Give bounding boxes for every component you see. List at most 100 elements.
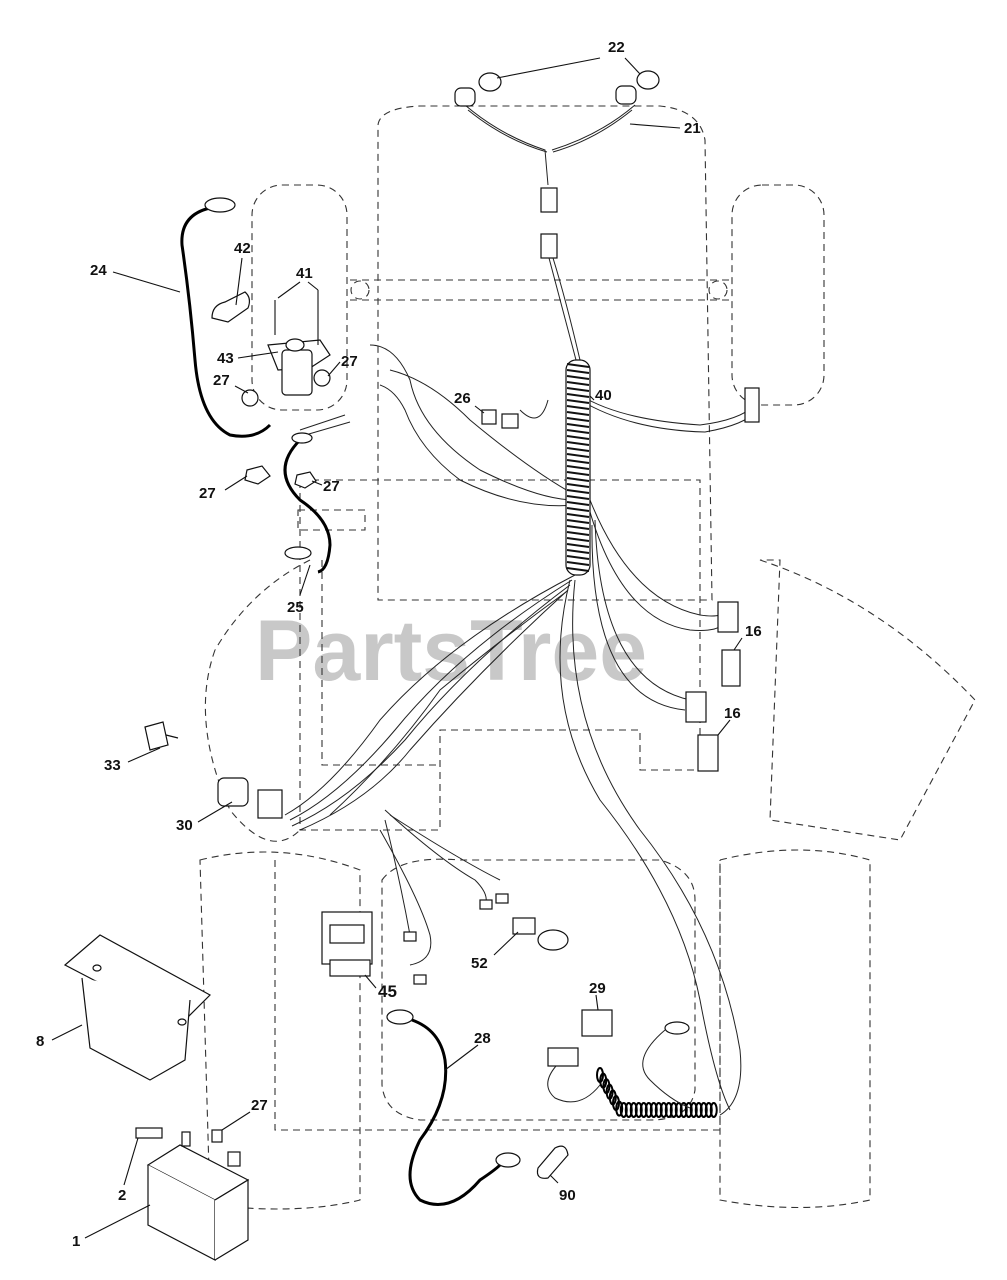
coil-turn (709, 1102, 718, 1118)
callout-26: 26 (454, 390, 471, 407)
callout-27-c: 27 (199, 485, 216, 502)
seat-outline (381, 858, 696, 1121)
loom-rib (566, 519, 590, 524)
harness-branch-2 (289, 579, 573, 821)
callout-40: 40 (595, 387, 612, 404)
leader-45 (364, 974, 377, 989)
leader-22b (624, 57, 641, 75)
callout-labels: 22 21 24 42 41 43 27 27 40 26 27 27 25 1… (36, 39, 762, 1250)
solenoid-top (285, 338, 305, 352)
boot-90 (536, 1145, 569, 1179)
fuse-holder-b (501, 413, 519, 429)
boot-42 (211, 291, 251, 323)
switches-16 (685, 601, 741, 772)
loom-rib (566, 459, 590, 464)
ignition-body (217, 777, 249, 807)
tray-body (81, 977, 191, 1081)
loom-rib (566, 429, 590, 434)
callout-42: 42 (234, 240, 251, 257)
loom-rib (566, 555, 590, 560)
bulb-right (636, 70, 660, 90)
loom-rib (566, 393, 590, 398)
ground-wire (642, 1029, 691, 1109)
loom-rib (566, 369, 590, 374)
leader-1 (84, 1204, 151, 1239)
cable-24-eye (204, 197, 236, 213)
loom-rib (566, 477, 590, 482)
leader-43 (237, 351, 279, 359)
callout-29: 29 (589, 980, 606, 997)
loom-rib (566, 525, 590, 530)
cable-28 (386, 1009, 521, 1206)
loom-rib (566, 447, 590, 452)
callout-1: 1 (72, 1233, 80, 1250)
loom-rib (566, 417, 590, 422)
solenoid-body (281, 349, 313, 396)
cable-28-eye-bottom (495, 1152, 521, 1168)
ignition-switch-30 (217, 777, 283, 819)
loom-rib (566, 423, 590, 428)
harness-upper-left-1 (369, 344, 576, 501)
tray-hole-2 (177, 1018, 187, 1026)
callout-27-a: 27 (213, 372, 230, 389)
relay-loop (537, 929, 569, 951)
harness-to-16b-2 (591, 524, 686, 711)
leader-33 (127, 747, 161, 763)
harness-right-branch (579, 394, 756, 426)
rear-right-wheel (719, 849, 871, 1209)
terminal-a (403, 931, 417, 942)
loom-rib (566, 483, 590, 488)
callout-27-e: 27 (251, 1097, 268, 1114)
bulb-left (478, 72, 502, 92)
leader-27d (311, 480, 323, 486)
leader-30 (197, 801, 233, 823)
battery-side (214, 1178, 249, 1261)
leader-40 (589, 395, 595, 401)
seat-switch-body (581, 1009, 613, 1037)
relay-52 (512, 917, 569, 951)
callout-8: 8 (36, 1033, 44, 1050)
harness-branch-5 (329, 591, 567, 816)
cable-24 (180, 206, 272, 438)
harness-branch-3 (291, 584, 571, 827)
wire-to-52-b (389, 814, 501, 881)
leader-26 (474, 405, 485, 414)
battery-terminal (227, 1151, 241, 1167)
loom-rib (566, 441, 590, 446)
fuse-26 (481, 409, 519, 429)
leader-22a (496, 57, 601, 79)
front-right-wheel (731, 184, 825, 406)
leader-lines (51, 57, 743, 1239)
switch-16a-plug (717, 601, 739, 633)
bolt-2 (135, 1127, 163, 1139)
ignition-plug (257, 789, 283, 819)
cable-25-eye (284, 546, 312, 560)
callout-24: 24 (90, 262, 107, 279)
headlight-assembly (454, 70, 660, 259)
leader-29 (595, 994, 599, 1011)
tractor-outline (199, 105, 976, 1210)
loom-rib (566, 435, 590, 440)
headlight-wires (464, 104, 636, 186)
loom-ribs (566, 363, 590, 572)
leader-27b (327, 361, 341, 377)
harness-to-seat-switch (559, 579, 731, 1111)
terminal-d (495, 893, 509, 904)
callout-16-b: 16 (724, 705, 741, 722)
leader-27c (224, 475, 248, 491)
leader-27e (221, 1111, 251, 1131)
frame-bracket (297, 509, 366, 531)
loom-rib (566, 405, 590, 410)
meter-45 (321, 911, 373, 977)
callout-33: 33 (104, 757, 121, 774)
frame-left-rail (321, 560, 440, 766)
leader-27a (234, 385, 249, 394)
harness-headlight-connector (540, 233, 558, 259)
switch-16a (721, 649, 741, 687)
callout-25: 25 (287, 599, 304, 616)
callout-30: 30 (176, 817, 193, 834)
wire-to-45-b (384, 819, 411, 936)
leader-28 (444, 1044, 479, 1071)
callout-2: 2 (118, 1187, 126, 1204)
